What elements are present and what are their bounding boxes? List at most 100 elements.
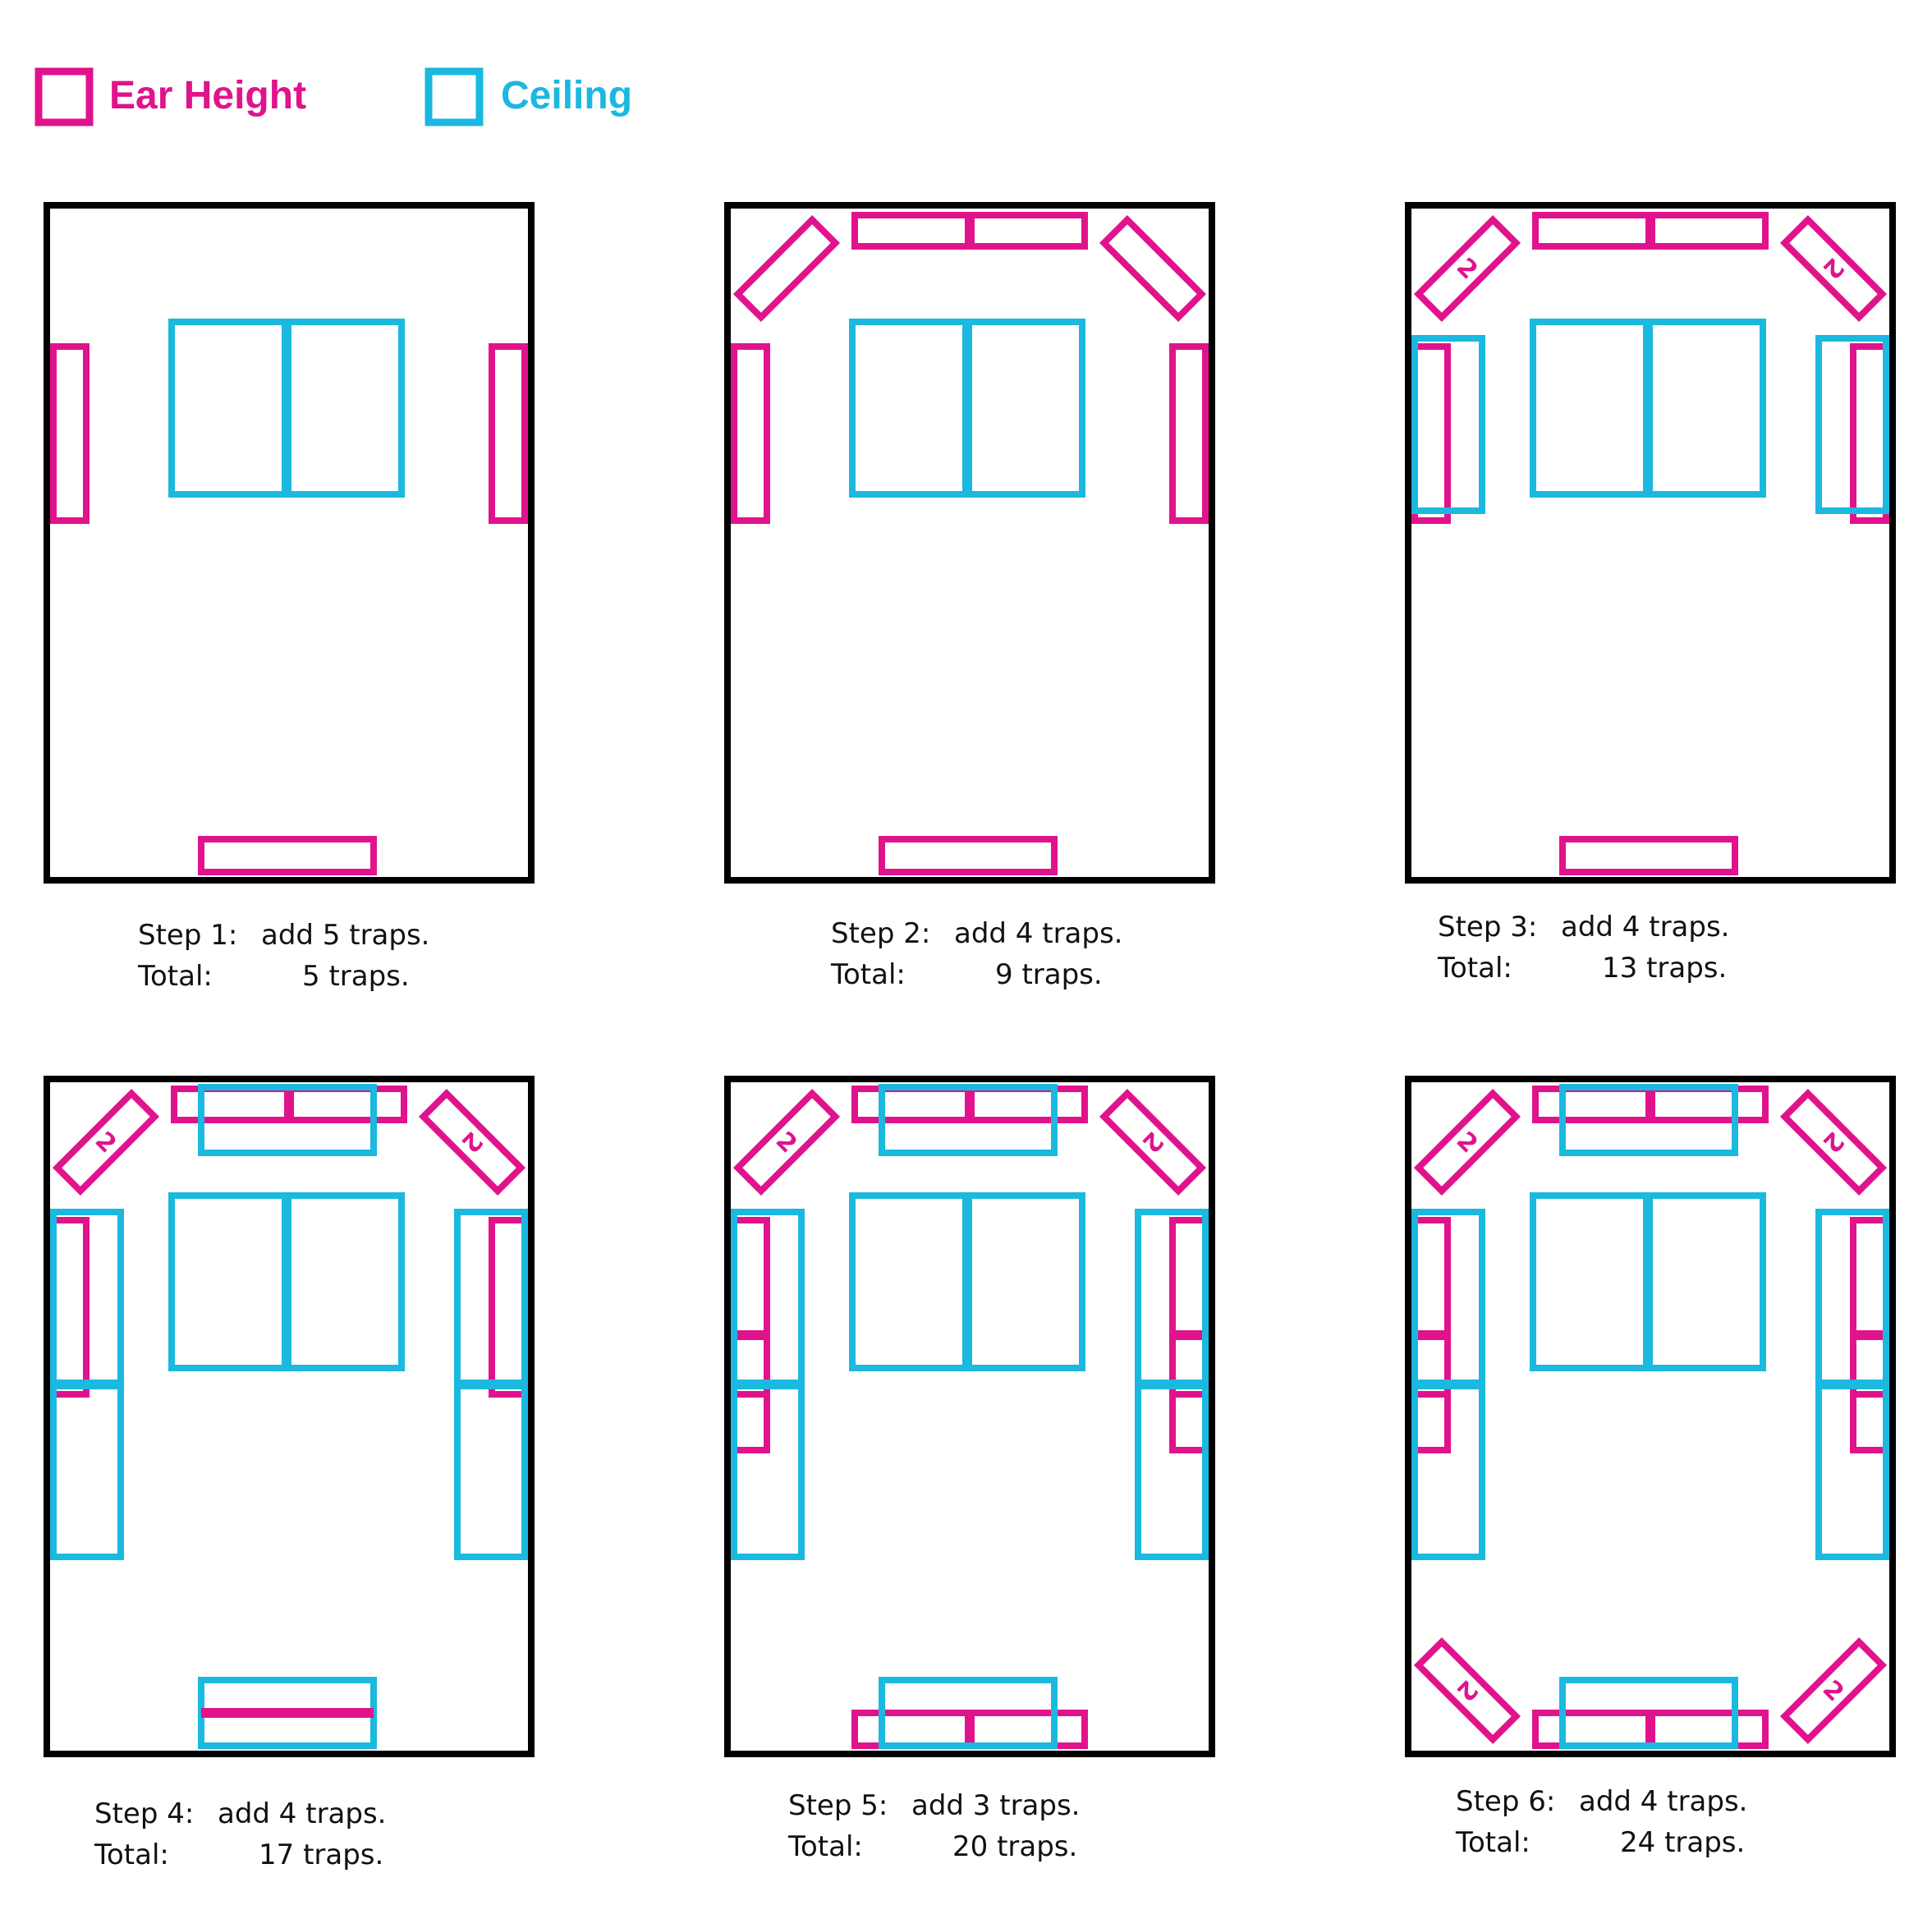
corner-trap-outline: [52, 1088, 160, 1196]
rear-trap-right: [1647, 1710, 1769, 1749]
step-5-caption: Step 5: add 3 traps. Total: 20 traps.: [787, 1789, 1081, 1863]
room-step-6: 2 2 2 2: [1405, 1076, 1896, 1757]
corner-trap-outline: [1413, 214, 1521, 323]
corner-trap-outline: [1099, 1088, 1207, 1196]
step-1-caption: Step 1: add 5 traps. Total: 5 traps.: [137, 919, 430, 993]
rear-trap: [198, 836, 377, 875]
step-title: Step 2:: [831, 917, 930, 950]
room-wall: [1405, 1076, 1896, 1757]
room-wall: [724, 202, 1215, 884]
corner-trap-outline: [418, 1088, 526, 1196]
ceiling-cloud-left-panel: [168, 319, 290, 498]
rear-trap-left: [851, 1710, 973, 1749]
corner-trap-outline: [732, 1088, 841, 1196]
rear-trap-left: [1532, 1710, 1654, 1749]
room-wall: [724, 1076, 1215, 1757]
ceiling-cloud-left-panel: [1530, 1192, 1651, 1371]
front-trap-left: [851, 1086, 973, 1123]
step-total-traps: 5 traps.: [302, 960, 410, 993]
front-trap-right: [1647, 1086, 1769, 1123]
step-title: Step 1:: [138, 919, 237, 952]
legend-ear-height-swatch: [34, 67, 94, 126]
front-trap-left: [1532, 212, 1654, 250]
side-trap-right: [489, 343, 528, 524]
step-added-traps: add 3 traps.: [911, 1789, 1081, 1822]
total-label: Total:: [137, 960, 213, 993]
step-added-traps: add 4 traps.: [218, 1797, 387, 1830]
ceiling-rear-panel: [1559, 1677, 1738, 1749]
side-trap-right-upper: [1850, 1217, 1889, 1398]
step-title: Step 6:: [1456, 1785, 1555, 1818]
front-trap-left: [1532, 1086, 1654, 1123]
corner-trap-front-right: 2: [1779, 214, 1888, 323]
front-trap-right: [1647, 212, 1769, 250]
front-trap-left: [851, 212, 973, 250]
legend-ceiling-swatch: [424, 67, 484, 126]
room-wall: [1405, 202, 1896, 884]
side-trap-right: [1169, 343, 1209, 524]
corner-trap-outline: [1413, 1637, 1521, 1745]
corner-trap-outline: [732, 214, 841, 323]
side-trap-left: [50, 343, 89, 524]
total-label: Total:: [787, 1830, 863, 1863]
step-added-traps: add 5 traps.: [261, 919, 430, 952]
rear-trap: [879, 836, 1058, 875]
step-total-traps: 9 traps.: [995, 958, 1103, 991]
side-trap-right-upper: [1169, 1217, 1209, 1398]
step-title: Step 5:: [788, 1789, 888, 1822]
corner-trap-front-right: 2: [1779, 1088, 1888, 1196]
step-total-traps: 13 traps.: [1602, 952, 1727, 985]
step-added-traps: add 4 traps.: [954, 917, 1123, 950]
total-label: Total:: [830, 958, 906, 991]
step-title: Step 4:: [94, 1797, 194, 1830]
side-trap-right: [1850, 343, 1889, 524]
front-trap-right: [966, 212, 1088, 250]
legend-ceiling-label: Ceiling: [501, 74, 632, 117]
front-trap-left: [171, 1086, 292, 1123]
corner-trap-outline: [1413, 1088, 1521, 1196]
legend: Ear Height Ceiling: [34, 67, 632, 126]
ceiling-cloud-right-panel: [1645, 319, 1766, 498]
corner-trap-front-left: 2: [1413, 1088, 1521, 1196]
step-total-traps: 17 traps.: [259, 1839, 383, 1871]
ceiling-cloud-left-panel: [849, 319, 971, 498]
ceiling-side-left: [1411, 335, 1485, 514]
corner-trap-rear-left: 2: [1413, 1637, 1521, 1745]
ceiling-cloud-right-panel: [964, 1192, 1085, 1371]
corner-trap-front-right: 2: [418, 1088, 526, 1196]
step-6-caption: Step 6: add 4 traps. Total: 24 traps.: [1455, 1785, 1748, 1859]
corner-trap-outline: [1099, 214, 1207, 323]
room-step-2: [724, 202, 1215, 884]
corner-trap-rear-right: 2: [1779, 1637, 1888, 1745]
total-label: Total:: [1455, 1826, 1530, 1859]
corner-trap-front-left: 2: [52, 1088, 160, 1196]
side-trap-left: [1411, 343, 1451, 524]
total-label: Total:: [94, 1839, 169, 1871]
corner-trap-front-left: 2: [732, 1088, 841, 1196]
step-total-traps: 24 traps.: [1620, 1826, 1745, 1859]
step-added-traps: add 4 traps.: [1561, 911, 1730, 943]
legend-ear-height-label: Ear Height: [109, 74, 306, 117]
side-trap-right-upper: [489, 1217, 528, 1398]
step-added-traps: add 4 traps.: [1579, 1785, 1748, 1818]
step-title: Step 3:: [1438, 911, 1537, 943]
ceiling-side-left-lower: [50, 1381, 124, 1560]
ceiling-rear-panel: [879, 1677, 1058, 1749]
room-wall: [44, 1076, 535, 1757]
room-step-1: [44, 202, 535, 884]
ceiling-front-panel: [198, 1084, 377, 1156]
room-wall: [44, 202, 535, 884]
corner-trap-front-left: 2: [1413, 214, 1521, 323]
ceiling-front-panel: [879, 1084, 1058, 1156]
corner-trap-outline: [1779, 1637, 1888, 1745]
ceiling-cloud-right-panel: [964, 319, 1085, 498]
room-panels: Step 1: add 5 traps. Total: 5 traps. Step 2:…: [44, 202, 1896, 1871]
ceiling-front-panel: [1559, 1084, 1738, 1156]
corner-trap-front-left: [732, 214, 841, 323]
step-total-traps: 20 traps.: [952, 1830, 1077, 1863]
front-trap-right: [286, 1086, 407, 1123]
